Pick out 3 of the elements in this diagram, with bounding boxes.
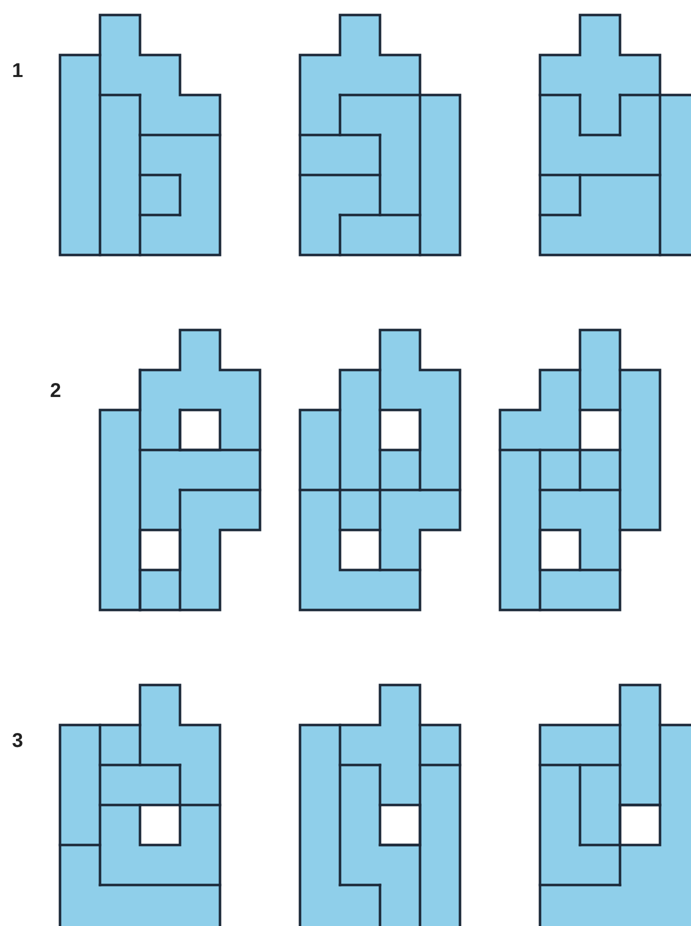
row-number: 1 <box>12 60 24 83</box>
row-number: 2 <box>50 380 62 403</box>
row-number: 3 <box>12 730 24 753</box>
